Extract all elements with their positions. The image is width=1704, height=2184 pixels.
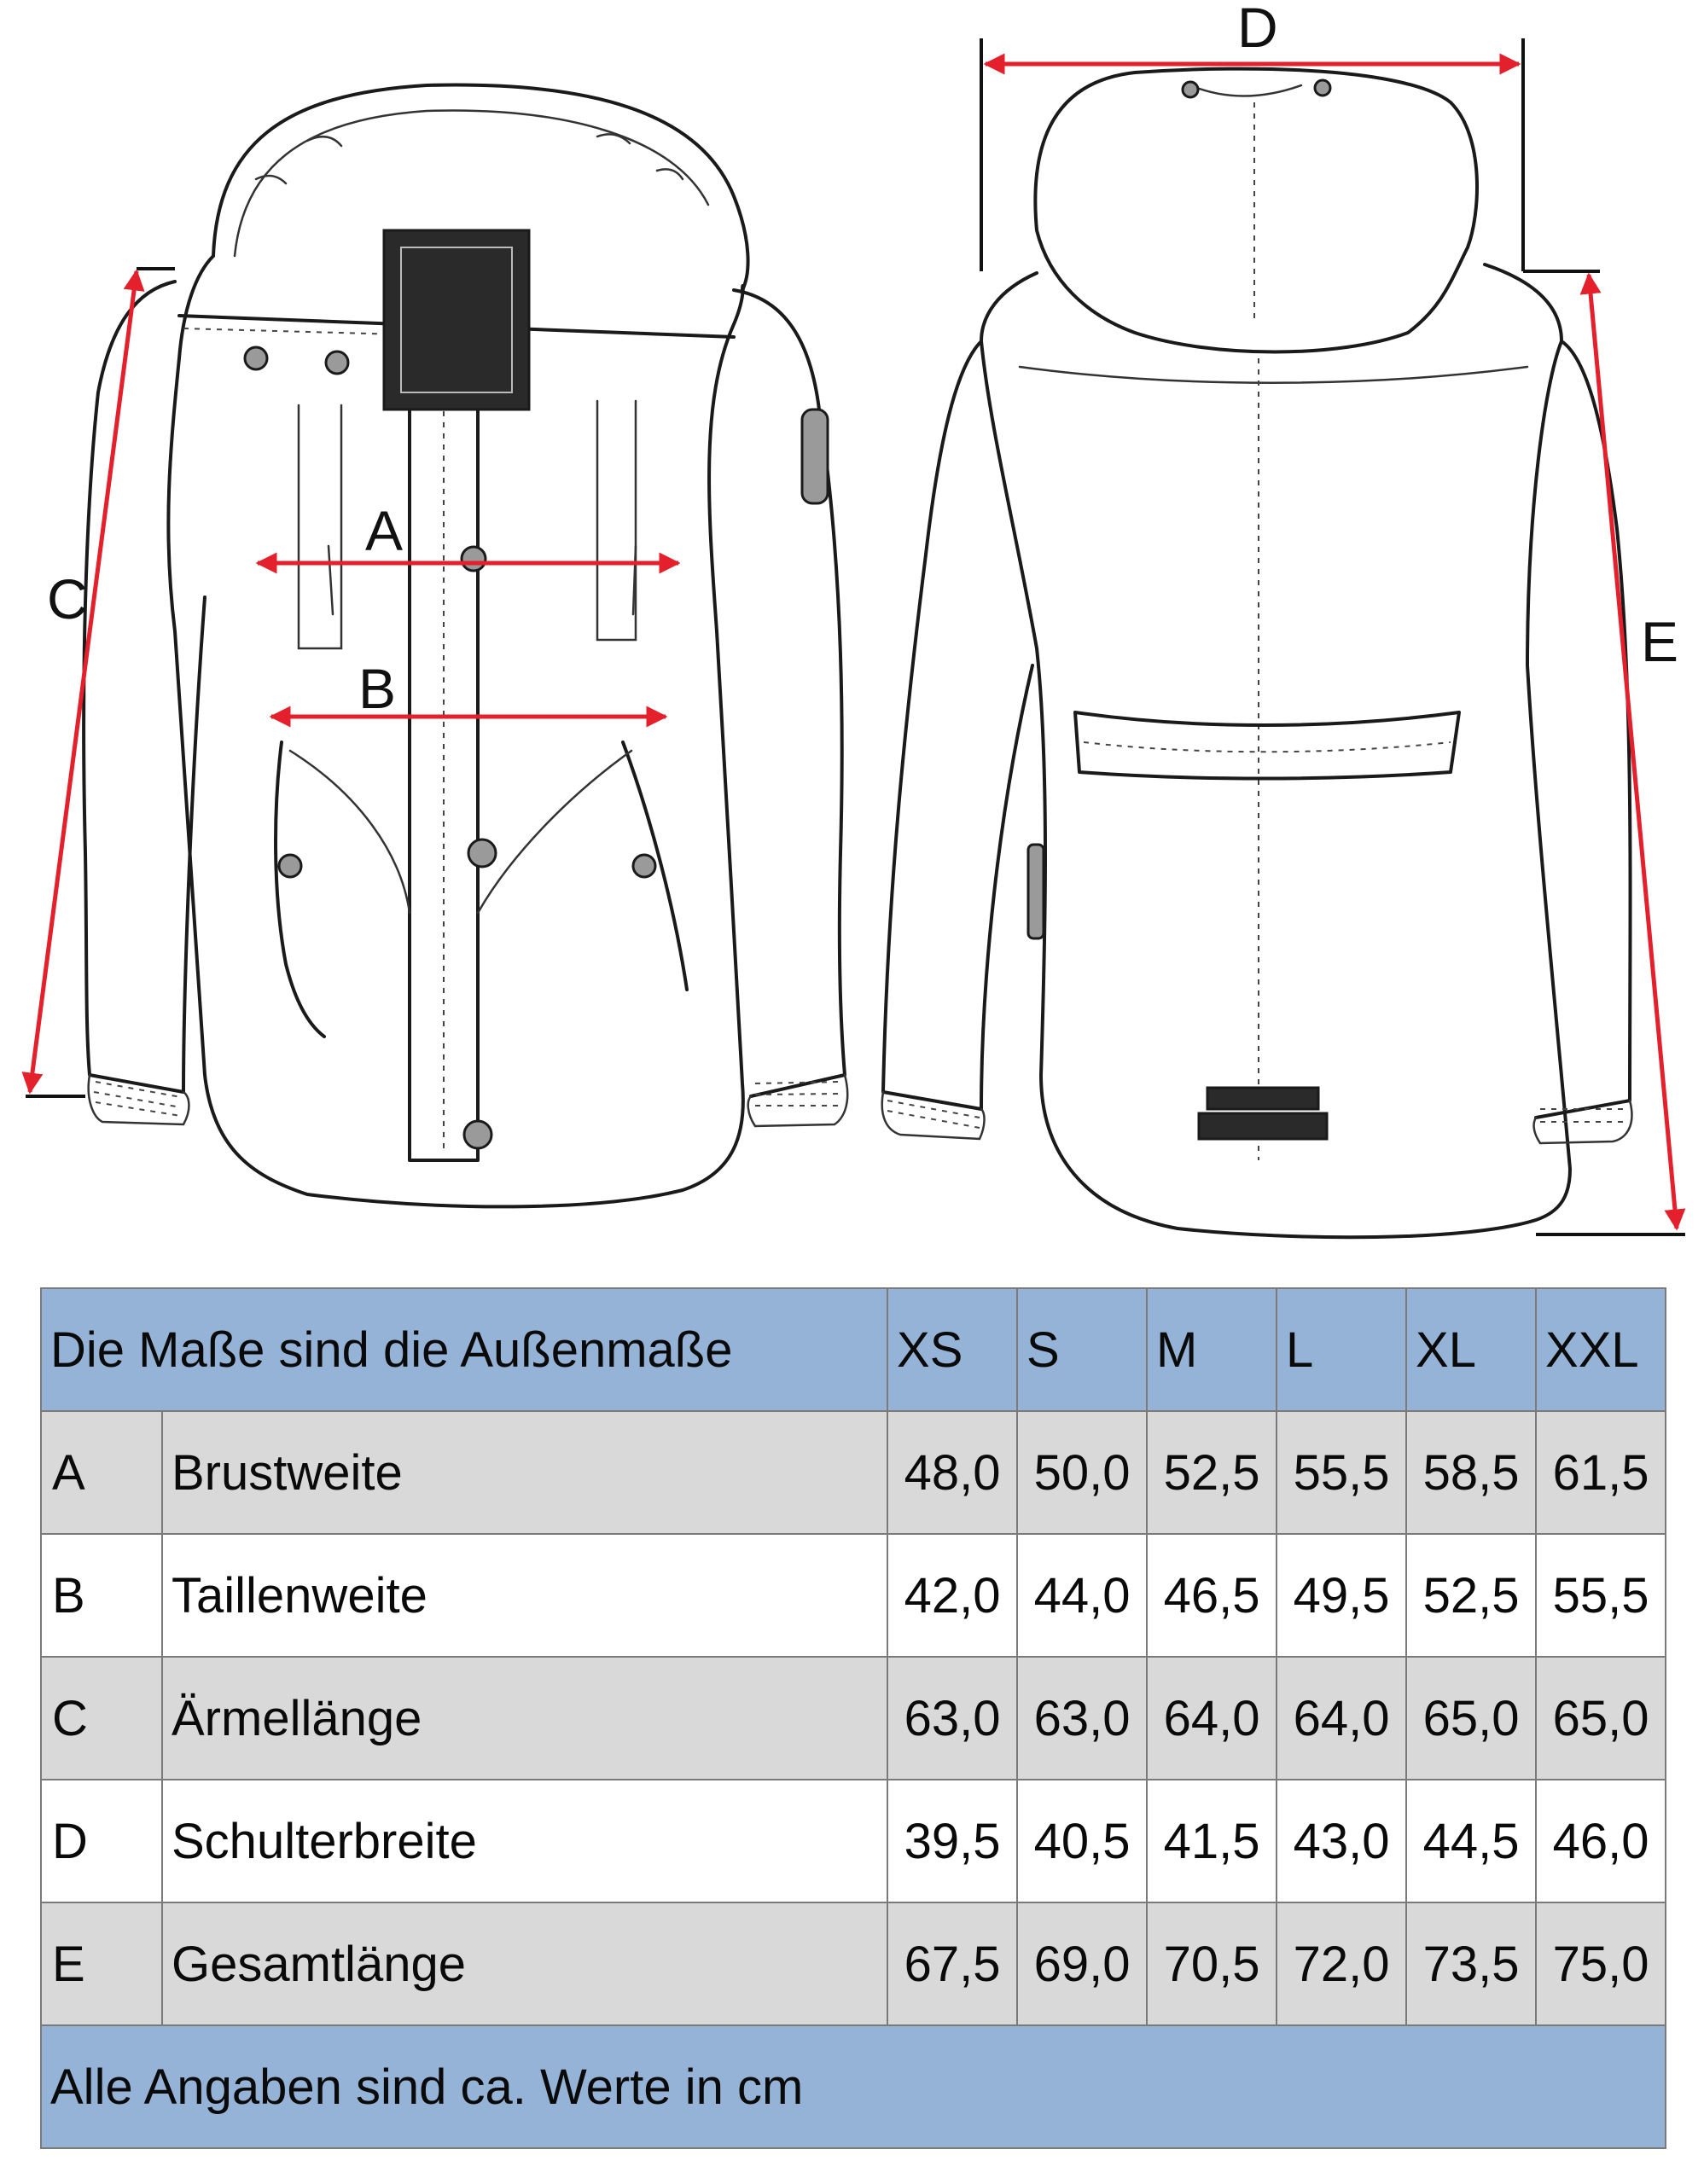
measure-value: 52,5 — [1146, 1410, 1278, 1535]
measure-value: 52,5 — [1405, 1533, 1538, 1658]
measure-value: 65,0 — [1405, 1656, 1538, 1780]
measure-label: Ärmellänge — [160, 1656, 889, 1780]
measure-code: A — [40, 1410, 163, 1535]
measure-value: 64,0 — [1276, 1656, 1408, 1780]
measure-value: 43,0 — [1276, 1779, 1408, 1903]
measure-value: 46,0 — [1535, 1779, 1667, 1903]
measure-value: 40,5 — [1016, 1779, 1149, 1903]
measure-code: C — [40, 1656, 163, 1780]
size-header-l: L — [1276, 1287, 1408, 1412]
measure-label: Gesamtlänge — [160, 1902, 889, 2026]
dimension-label-b: B — [358, 657, 396, 720]
dimension-label-d: D — [1237, 0, 1278, 59]
measure-value: 63,0 — [1016, 1656, 1149, 1780]
dimension-label-a: A — [365, 499, 403, 562]
size-header-xxl: XXL — [1535, 1287, 1667, 1412]
table-title: Die Maße sind die Außenmaße — [39, 1287, 889, 1412]
measure-label: Schulterbreite — [160, 1779, 889, 1903]
measure-value: 46,5 — [1146, 1533, 1278, 1658]
measure-value: 48,0 — [887, 1410, 1019, 1535]
arrow-e — [1579, 272, 1686, 1231]
measure-code: E — [40, 1902, 163, 2026]
jacket-measurement-figure: A B C D E — [21, 0, 1686, 1240]
measure-value: 49,5 — [1276, 1533, 1408, 1658]
measure-value: 64,0 — [1146, 1656, 1278, 1780]
measure-code: B — [40, 1533, 163, 1658]
table-footer-row: Alle Angaben sind ca. Werte in cm — [39, 2024, 1667, 2149]
table-footer-note: Alle Angaben sind ca. Werte in cm — [39, 2024, 1667, 2149]
size-header-xs: XS — [887, 1287, 1019, 1412]
measure-value: 70,5 — [1146, 1902, 1278, 2026]
measure-value: 67,5 — [887, 1902, 1019, 2026]
measure-label: Brustweite — [160, 1410, 889, 1535]
measure-value: 44,0 — [1016, 1533, 1149, 1658]
measure-value: 75,0 — [1535, 1902, 1667, 2026]
jacket-back-drawing — [881, 67, 1633, 1240]
measure-value: 55,5 — [1276, 1410, 1408, 1535]
measure-value: 72,0 — [1276, 1902, 1408, 2026]
size-header-m: M — [1146, 1287, 1278, 1412]
measure-value: 58,5 — [1405, 1410, 1538, 1535]
measure-label: Taillenweite — [160, 1533, 889, 1658]
dimension-arrows — [21, 53, 1686, 1231]
measure-value: 61,5 — [1535, 1410, 1667, 1535]
arrow-c — [21, 269, 145, 1095]
measure-value: 41,5 — [1146, 1779, 1278, 1903]
measure-value: 44,5 — [1405, 1779, 1538, 1903]
reference-lines — [26, 38, 1685, 1236]
measure-value: 50,0 — [1016, 1410, 1149, 1535]
size-header-s: S — [1016, 1287, 1149, 1412]
measure-value: 69,0 — [1016, 1902, 1149, 2026]
measure-value: 63,0 — [887, 1656, 1019, 1780]
dimension-label-e: E — [1641, 610, 1678, 673]
jacket-front-drawing — [82, 83, 849, 1209]
size-header-xl: XL — [1405, 1287, 1538, 1412]
measure-value: 65,0 — [1535, 1656, 1667, 1780]
measure-value: 39,5 — [887, 1779, 1019, 1903]
measure-value: 73,5 — [1405, 1902, 1538, 2026]
measure-value: 55,5 — [1535, 1533, 1667, 1658]
measure-value: 42,0 — [887, 1533, 1019, 1658]
measure-code: D — [40, 1779, 163, 1903]
dimension-label-c: C — [47, 567, 88, 630]
